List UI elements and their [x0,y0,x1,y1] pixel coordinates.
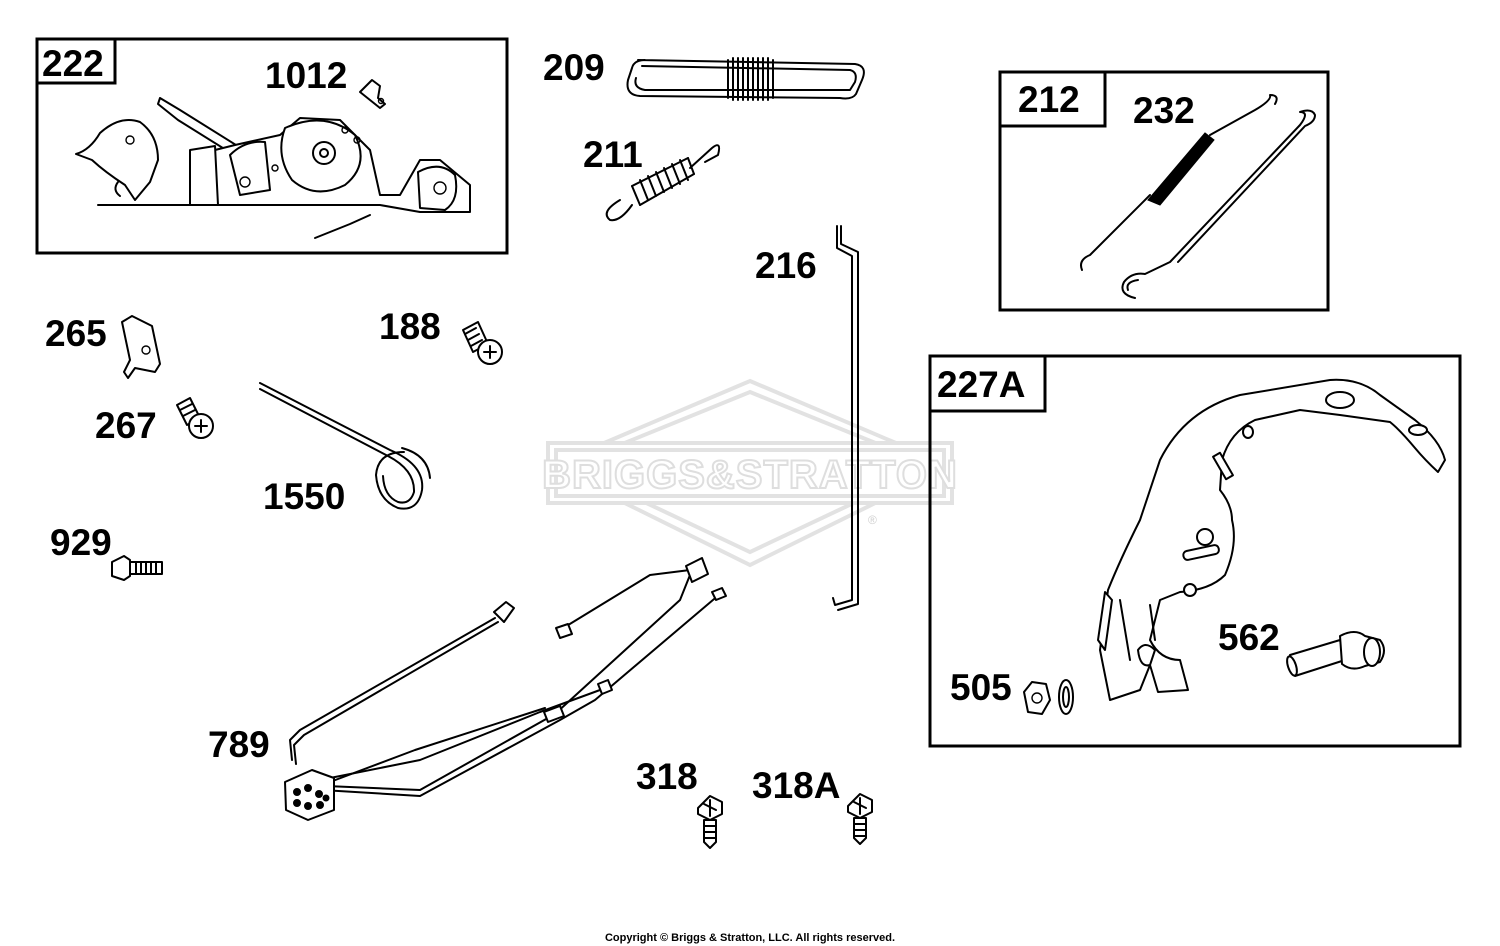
screw-267-icon [176,397,214,439]
wire-spring-icon [259,382,431,510]
part-216-label[interactable]: 216 [755,245,817,286]
part-1012-label: 1012 [265,55,347,96]
control-bracket-icon [1097,378,1446,701]
bracket-clip-icon [359,79,386,109]
screw-188-icon [462,321,503,365]
part-265-label[interactable]: 265 [45,313,107,354]
part-211-label[interactable]: 211 [583,134,643,175]
clip-icon [121,315,161,379]
part-232-label: 232 [1133,90,1195,131]
group-212-label: 212 [1018,79,1080,120]
part-318-label[interactable]: 318 [636,756,698,797]
group-222-label: 222 [42,43,104,84]
group-227A[interactable]: 227A 562 505 [928,354,1462,748]
part-505-label: 505 [950,667,1012,708]
copyright-text: Copyright © Briggs & Stratton, LLC. All … [605,932,895,944]
part-562-label: 562 [1218,617,1280,658]
bolt-562-icon [1286,631,1385,677]
part-188-label[interactable]: 188 [379,306,441,347]
watermark-registered-mark: ® [868,513,877,527]
part-929-label[interactable]: 929 [50,522,112,563]
extension-spring-icon [605,144,721,222]
part-209-label[interactable]: 209 [543,47,605,88]
group-227A-label: 227A [937,364,1025,405]
rod-icon [832,225,859,611]
part-318A-label[interactable]: 318A [752,765,840,806]
screw-318-icon [697,795,723,849]
wiring-harness-icon [284,557,727,821]
part-1550-label[interactable]: 1550 [263,476,345,517]
part-789-label[interactable]: 789 [208,724,270,765]
watermark-text: BRIGGS&STRATTON [542,453,958,497]
group-212[interactable]: 212 232 [998,70,1330,312]
governor-control-assembly-icon [75,97,471,239]
bolt-929-icon [111,555,163,581]
part-267-label[interactable]: 267 [95,405,157,446]
long-spring-icon [626,57,865,101]
nut-505-icon [1023,679,1074,715]
spring-link-icon [1080,94,1316,299]
group-222[interactable]: 222 1012 [35,37,509,255]
screw-318A-icon [847,793,873,845]
watermark: BRIGGS&STRATTON ® [541,378,958,568]
